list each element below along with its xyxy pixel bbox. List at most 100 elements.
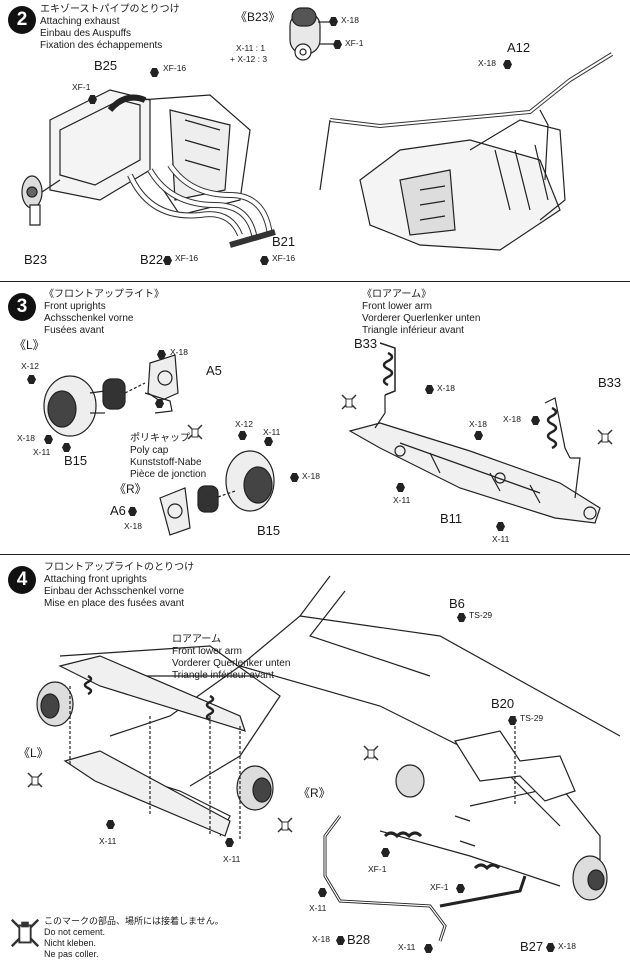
paint-label: XF-1 [72, 82, 91, 92]
step-3-front-uprights: 3 《フロントアップライト》 Front uprights Achsschenk… [0, 283, 630, 555]
paint-label: X-12 [235, 419, 253, 429]
paint-label: X-18 [124, 521, 142, 531]
paint-label: XF-16 [272, 253, 296, 263]
paint-marker-icon [329, 17, 338, 26]
part-a6: A6 [110, 503, 126, 518]
paint-label: X-18 [558, 941, 576, 951]
paint-label: X-18 [341, 15, 359, 25]
paint-label: XF-1 [368, 864, 387, 874]
paint-marker-icon [88, 95, 97, 104]
paint-label: TS-29 [469, 610, 493, 620]
no-cement-icon [277, 817, 293, 833]
step-number: 4 [8, 566, 36, 594]
title-en: Front uprights [44, 301, 106, 312]
paint-label: XF-16 [163, 63, 187, 73]
paint-marker-icon [396, 483, 405, 492]
paint-label: X-18 [170, 347, 188, 357]
note-en: Do not cement. [44, 927, 106, 937]
no-cement-note: このマークの部品、場所には接着しません。 Do not cement. Nich… [44, 916, 224, 960]
step-2-exhaust: 2 エキゾーストパイプのとりつけ Attaching exhaust Einba… [0, 0, 630, 282]
note-de: Nicht kleben. [44, 938, 97, 948]
polycap-ja: ポリキャップ [130, 433, 190, 444]
no-cement-icon [27, 772, 43, 788]
inset-title: 《B23》 [235, 10, 281, 24]
left-side-label: 《L》 [14, 338, 45, 352]
paint-marker-icon [546, 943, 555, 952]
paint-label: X-11 [309, 903, 327, 913]
part-b33: B33 [354, 336, 378, 351]
paint-marker-icon [163, 256, 172, 265]
title-en: Attaching front uprights [44, 574, 147, 585]
no-cement-icon [597, 429, 613, 445]
step-title: エキゾーストパイプのとりつけ Attaching exhaust Einbau … [40, 4, 180, 52]
paint-label: X-11 [99, 836, 117, 846]
part-b6: B6 [449, 596, 465, 611]
part-b25: B25 [94, 58, 118, 73]
paint-marker-icon [155, 399, 164, 408]
paint-label: X-18 [437, 383, 455, 393]
title-fr: Fixation des échappements [40, 40, 163, 51]
no-cement-icon [363, 745, 379, 761]
title-ja: 《ロアアーム》 [362, 289, 432, 300]
title-de: Achsschenkel vorne [44, 313, 134, 324]
no-cement-legend-icon [10, 918, 40, 948]
note-ja: このマークの部品、場所には接着しません。 [44, 916, 224, 926]
paint-marker-icon [157, 350, 166, 359]
polycap-fr: Pièce de jonction [130, 469, 207, 480]
paint-label: XF-1 [430, 882, 449, 892]
paint-label: X-11 [223, 854, 241, 864]
title-fr: Mise en place des fusées avant [44, 598, 185, 609]
paint-label: X-11 [492, 534, 510, 544]
right-side-label: 《R》 [298, 786, 331, 800]
paint-mix-label: + X-12 : 3 [230, 54, 268, 64]
paint-marker-icon [150, 68, 159, 77]
paint-marker-icon [264, 437, 273, 446]
paint-label: XF-1 [345, 38, 364, 48]
paint-marker-icon [424, 944, 433, 953]
polycap-en: Poly cap [130, 445, 169, 456]
part-a12: A12 [507, 40, 531, 55]
title-fr: Fusées avant [44, 325, 105, 336]
title-ja: エキゾーストパイプのとりつけ [40, 4, 180, 15]
part-b21: B21 [272, 234, 296, 249]
no-cement-icon [341, 394, 357, 410]
paint-label: X-18 [503, 414, 521, 424]
paint-marker-icon [333, 40, 342, 49]
paint-label: TS-29 [520, 713, 544, 723]
title-en: Attaching exhaust [40, 16, 120, 27]
paint-marker-icon [381, 848, 390, 857]
part-b15: B15 [64, 453, 88, 468]
title-de: Einbau des Auspuffs [40, 28, 131, 39]
paint-marker-icon [456, 884, 465, 893]
paint-label: X-11 [393, 495, 411, 505]
paint-marker-icon [225, 838, 234, 847]
title-ja: 《フロントアップライト》 [44, 289, 164, 300]
right-side-label: 《R》 [114, 482, 147, 496]
paint-marker-icon [503, 60, 512, 69]
paint-marker-icon [508, 716, 517, 725]
paint-marker-icon [318, 888, 327, 897]
title-en: Front lower arm [362, 301, 433, 312]
paint-marker-icon [260, 256, 269, 265]
part-b22: B22 [140, 252, 164, 267]
paint-marker-icon [474, 431, 483, 440]
step-number: 3 [8, 293, 36, 321]
engine-exhaust-drawing [0, 0, 630, 282]
paint-label: X-18 [17, 433, 35, 443]
step-4-attach-uprights: 4 フロントアップライトのとりつけ Attaching front uprigh… [0, 556, 630, 967]
part-b11: B11 [440, 511, 463, 526]
polycap-callout: ポリキャップ Poly cap Kunststoff-Nabe Pièce de… [130, 433, 206, 481]
paint-label: X-18 [469, 419, 487, 429]
part-a5: A5 [206, 363, 222, 378]
paint-marker-icon [425, 385, 434, 394]
lower-arm-title: 《ロアアーム》 Front lower arm Vorderer Querlen… [362, 289, 480, 337]
step-number: 2 [8, 6, 36, 34]
paint-label: X-18 [312, 934, 330, 944]
step-title: フロントアップライトのとりつけ Attaching front uprights… [44, 562, 194, 610]
part-b33: B33 [598, 375, 622, 390]
callout-en: Front lower arm [172, 646, 243, 657]
paint-marker-icon [290, 473, 299, 482]
paint-marker-icon [531, 416, 540, 425]
title-fr: Triangle inférieur avant [362, 325, 464, 336]
note-fr: Ne pas coller. [44, 949, 99, 959]
